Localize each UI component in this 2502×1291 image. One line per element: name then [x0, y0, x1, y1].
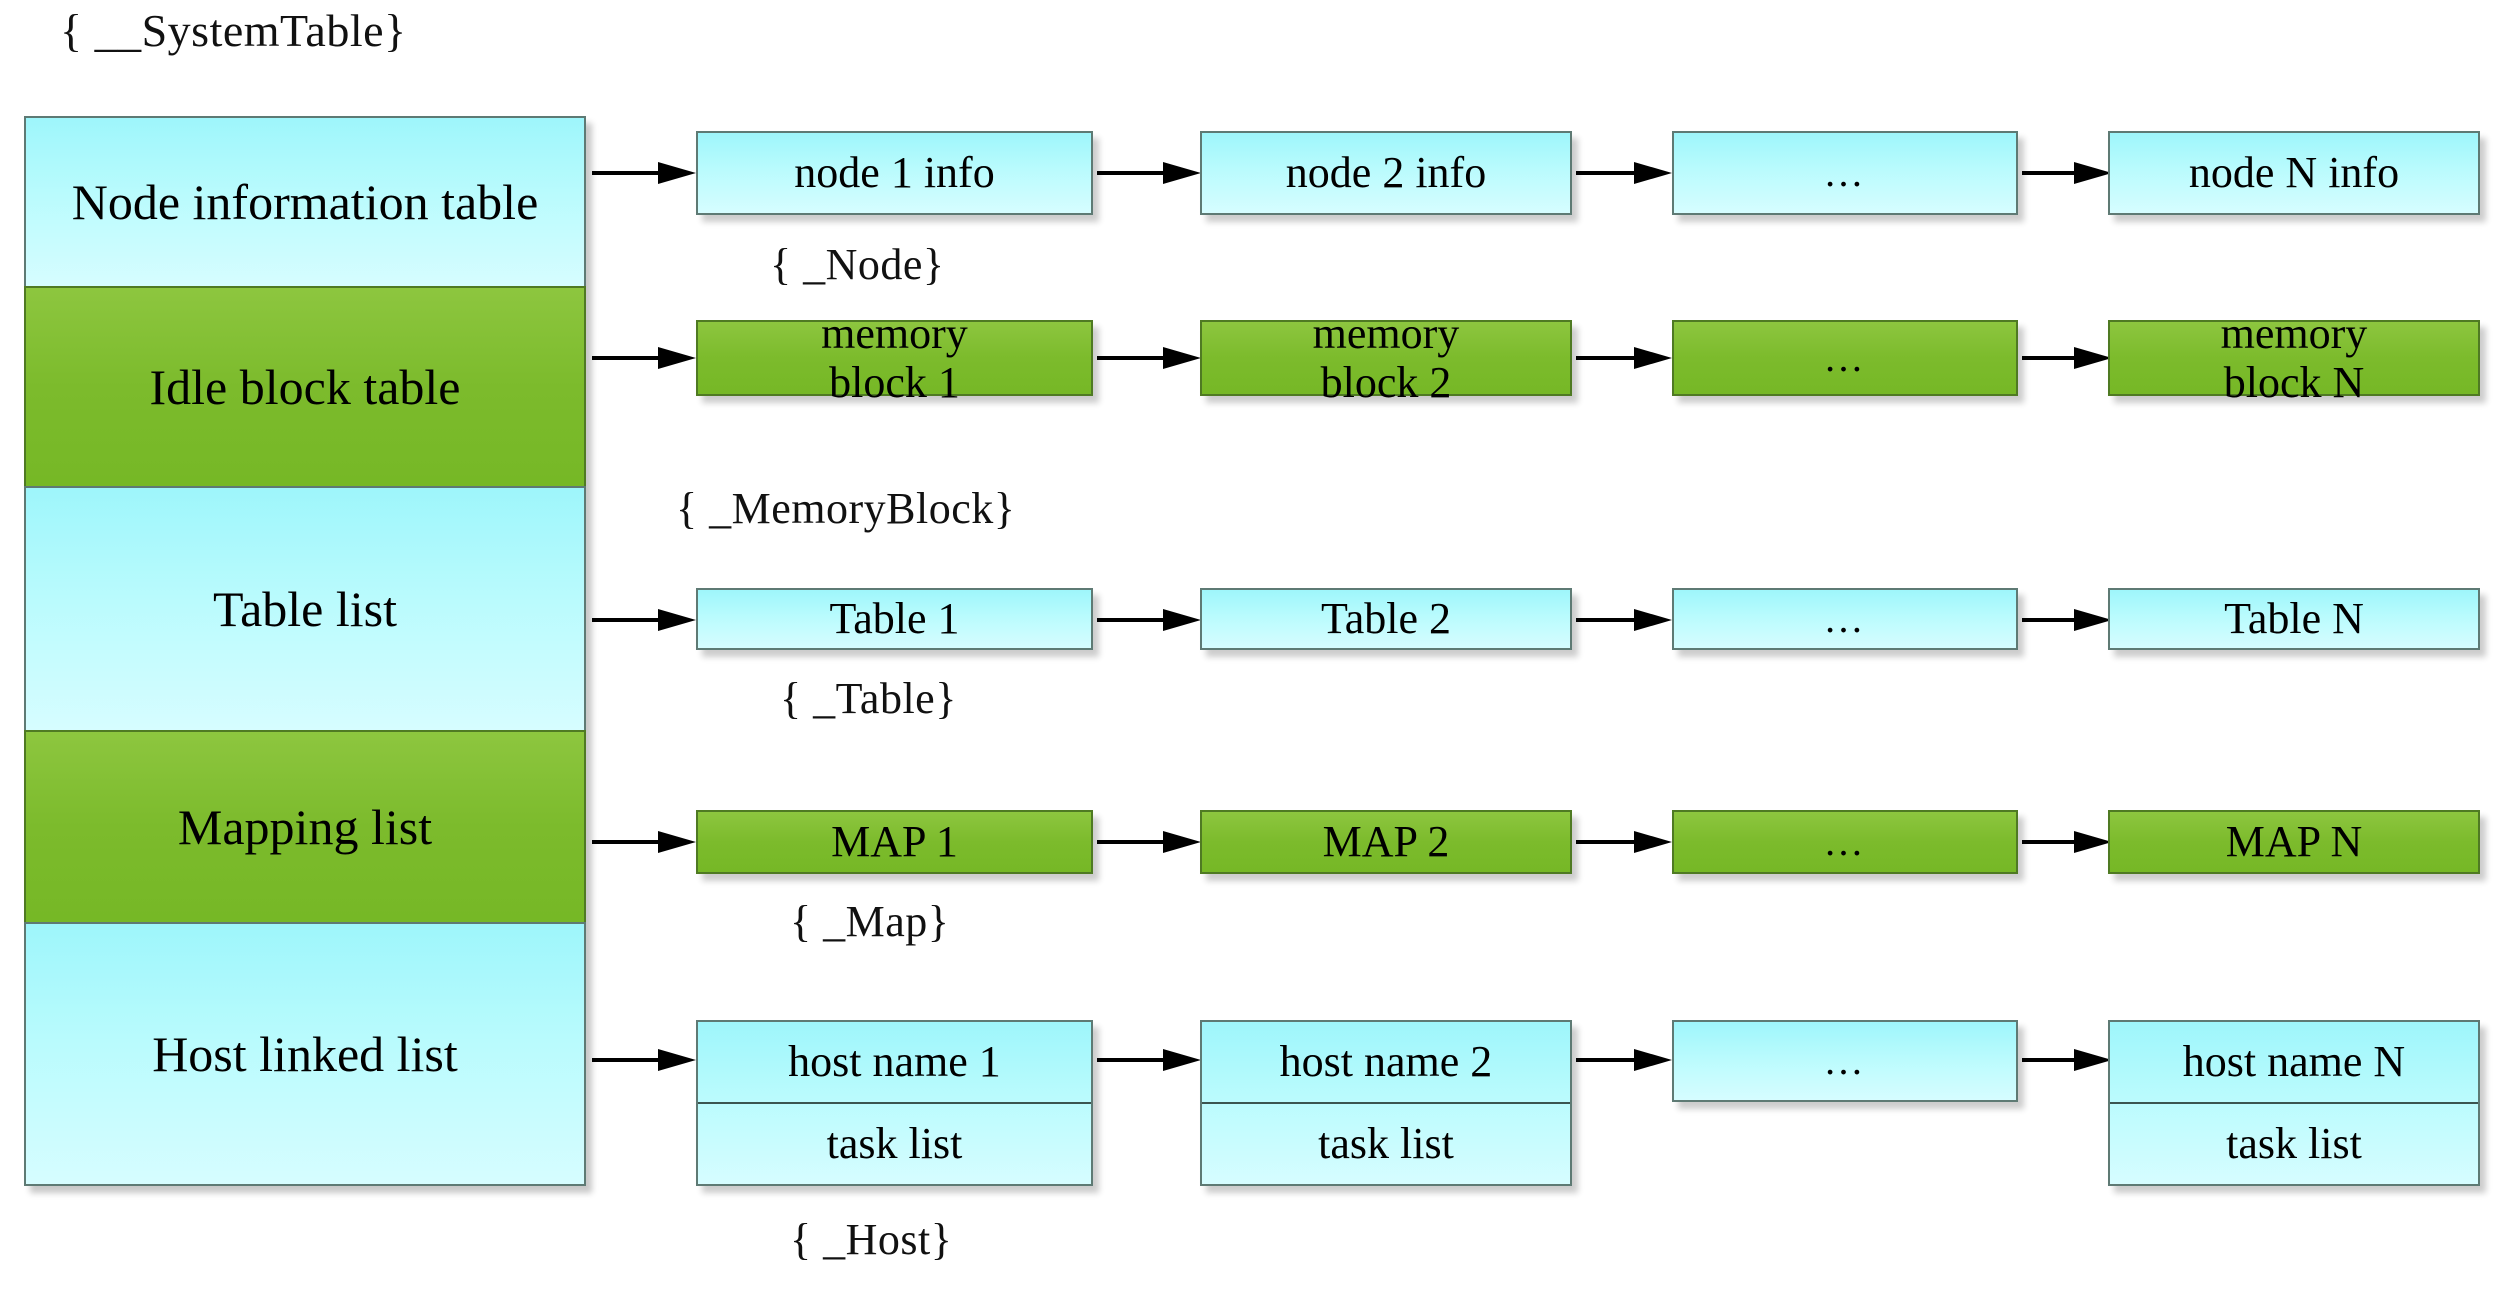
map-struct-label: { _Map} [790, 897, 950, 946]
arrow-systemtable-to-node1 [592, 158, 696, 188]
node-label-line2: block 2 [1320, 358, 1452, 407]
arrow-memoryblock2-to-memoryblock-ellipsis [1576, 343, 1672, 373]
task-list-label: task list [698, 1102, 1091, 1184]
node-label-line1: memory [821, 308, 968, 358]
chain-node-map-2[interactable]: MAP 2 [1200, 810, 1572, 874]
task-list-label: task list [1202, 1102, 1570, 1184]
node-label: MAP 2 [1322, 817, 1450, 867]
chain-node-map-n[interactable]: MAP N [2108, 810, 2480, 874]
node-label: … [1823, 334, 1867, 380]
node-label-line2: block 1 [829, 358, 960, 407]
system-table-column: Node information table Idle block table … [24, 116, 586, 1186]
sidebar-item-mapping-list[interactable]: Mapping list [24, 730, 586, 924]
sidebar-item-label: Table list [213, 581, 397, 637]
node-label: Table N [2224, 594, 2364, 644]
chain-node-node-2-info[interactable]: node 2 info [1200, 131, 1572, 215]
sidebar-item-idle-block-table[interactable]: Idle block table [24, 286, 586, 488]
sidebar-item-label: Host linked list [152, 1026, 458, 1082]
sidebar-item-label: Idle block table [149, 359, 461, 415]
chain-node-table-ellipsis[interactable]: … [1672, 588, 2018, 650]
arrow-table-ellipsis-to-tableN [2022, 605, 2112, 635]
chain-node-memory-block-1[interactable]: memory block 1 [696, 309, 1093, 407]
arrow-host1-to-host2 [1097, 1045, 1201, 1075]
arrow-node1-to-node2 [1097, 158, 1201, 188]
arrow-memoryblock-ellipsis-to-memoryblockN [2022, 343, 2112, 373]
chain-node-table-2[interactable]: Table 2 [1200, 588, 1572, 650]
chain-node-memory-block-ellipsis[interactable]: … [1672, 320, 2018, 396]
node-label-line2: block N [2223, 358, 2365, 407]
table-struct-label: { _Table} [780, 674, 957, 723]
arrow-systemtable-to-host1 [592, 1045, 696, 1075]
node-label: … [1823, 1037, 1867, 1083]
arrow-table1-to-table2 [1097, 605, 1201, 635]
arrow-memoryblock1-to-memoryblock2 [1097, 343, 1201, 373]
chain-node-table-n[interactable]: Table N [2108, 588, 2480, 650]
node-struct-label: { _Node} [770, 240, 945, 289]
node-label: node N info [2188, 148, 2400, 198]
arrow-systemtable-to-table1 [592, 605, 696, 635]
arrow-host-ellipsis-to-hostN [2022, 1045, 2112, 1075]
chain-node-memory-block-2[interactable]: memory block 2 [1200, 309, 1572, 407]
arrow-systemtable-to-map1 [592, 827, 696, 857]
node-label: node 2 info [1285, 148, 1487, 198]
arrow-map1-to-map2 [1097, 827, 1201, 857]
chain-node-memory-block-n[interactable]: memory block N [2108, 309, 2480, 407]
node-label: … [1823, 149, 1867, 195]
sidebar-item-node-information-table[interactable]: Node information table [24, 116, 586, 288]
arrow-map-ellipsis-to-mapN [2022, 827, 2112, 857]
chain-node-map-ellipsis[interactable]: … [1672, 810, 2018, 874]
chain-node-map-1[interactable]: MAP 1 [696, 810, 1093, 874]
chain-node-host-1[interactable]: host name 1 task list [696, 1020, 1093, 1186]
chain-node-node-n-info[interactable]: node N info [2108, 131, 2480, 215]
host-name-label: host name 2 [1279, 1037, 1493, 1087]
arrow-host2-to-host-ellipsis [1576, 1045, 1672, 1075]
node-label: node 1 info [794, 148, 995, 198]
chain-node-node-ellipsis[interactable]: … [1672, 131, 2018, 215]
chain-node-host-n[interactable]: host name N task list [2108, 1020, 2480, 1186]
node-label-line1: memory [1312, 308, 1460, 358]
arrow-systemtable-to-memoryblock1 [592, 343, 696, 373]
arrow-node-ellipsis-to-nodeN [2022, 158, 2112, 188]
task-list-label: task list [2110, 1102, 2478, 1184]
arrow-map2-to-map-ellipsis [1576, 827, 1672, 857]
arrow-node2-to-node-ellipsis [1576, 158, 1672, 188]
memoryblock-struct-label: { _MemoryBlock} [676, 484, 1016, 533]
node-label: MAP N [2225, 817, 2363, 867]
node-label: … [1823, 818, 1867, 864]
node-label: MAP 1 [831, 817, 958, 867]
node-label-line1: memory [2220, 308, 2368, 358]
node-label: … [1823, 595, 1867, 641]
sidebar-item-label: Mapping list [177, 799, 433, 855]
host-struct-label: { _Host} [790, 1215, 953, 1264]
host-name-label: host name 1 [788, 1037, 1001, 1087]
chain-node-node-1-info[interactable]: node 1 info [696, 131, 1093, 215]
system-table-struct-label: { __SystemTable} [60, 5, 407, 56]
host-name-label: host name N [2182, 1037, 2406, 1087]
arrow-table2-to-table-ellipsis [1576, 605, 1672, 635]
node-label: Table 1 [829, 594, 960, 644]
chain-node-host-ellipsis[interactable]: … [1672, 1020, 2018, 1102]
chain-node-table-1[interactable]: Table 1 [696, 588, 1093, 650]
chain-node-host-2[interactable]: host name 2 task list [1200, 1020, 1572, 1186]
sidebar-item-label: Node information table [71, 174, 539, 230]
sidebar-item-table-list[interactable]: Table list [24, 486, 586, 732]
sidebar-item-host-linked-list[interactable]: Host linked list [24, 922, 586, 1186]
node-label: Table 2 [1320, 594, 1452, 644]
